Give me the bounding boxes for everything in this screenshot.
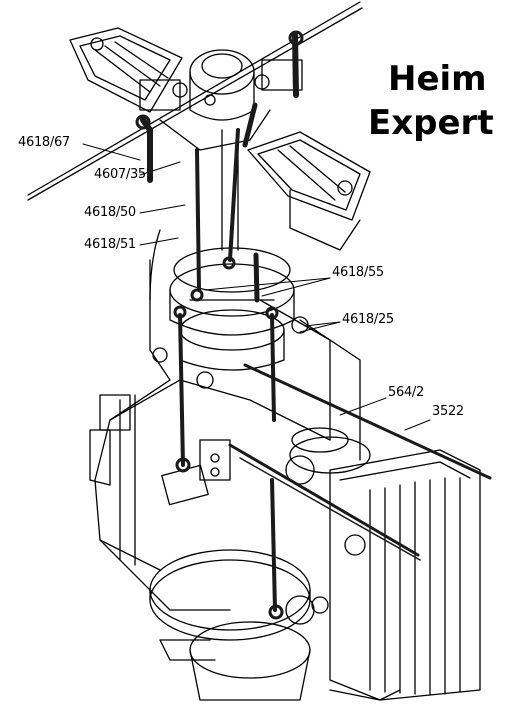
- part-label-564-2: 564/2: [388, 385, 424, 400]
- part-label-4618-67: 4618/67: [18, 135, 70, 150]
- frame: [89, 229, 361, 611]
- part-label-4618-51: 4618/51: [84, 237, 136, 252]
- part-label-4607-35: 4607/35: [94, 167, 146, 182]
- leader-lines: [82, 143, 431, 431]
- rotor-hub: [139, 49, 303, 151]
- part-label-4618-25: 4618/25: [342, 312, 394, 327]
- brand-title-line2: Expert: [368, 103, 494, 143]
- highlighted-parts: [135, 30, 492, 620]
- flybar-rod: [27, 1, 361, 196]
- part-label-3522: 3522: [432, 404, 464, 419]
- part-label-4618-50: 4618/50: [84, 205, 136, 220]
- brand-title-line1: Heim: [388, 59, 487, 99]
- engine-block: [285, 427, 481, 701]
- part-label-4618-55: 4618/55: [332, 265, 384, 280]
- right-paddle: [247, 131, 371, 251]
- left-paddle: [69, 27, 183, 113]
